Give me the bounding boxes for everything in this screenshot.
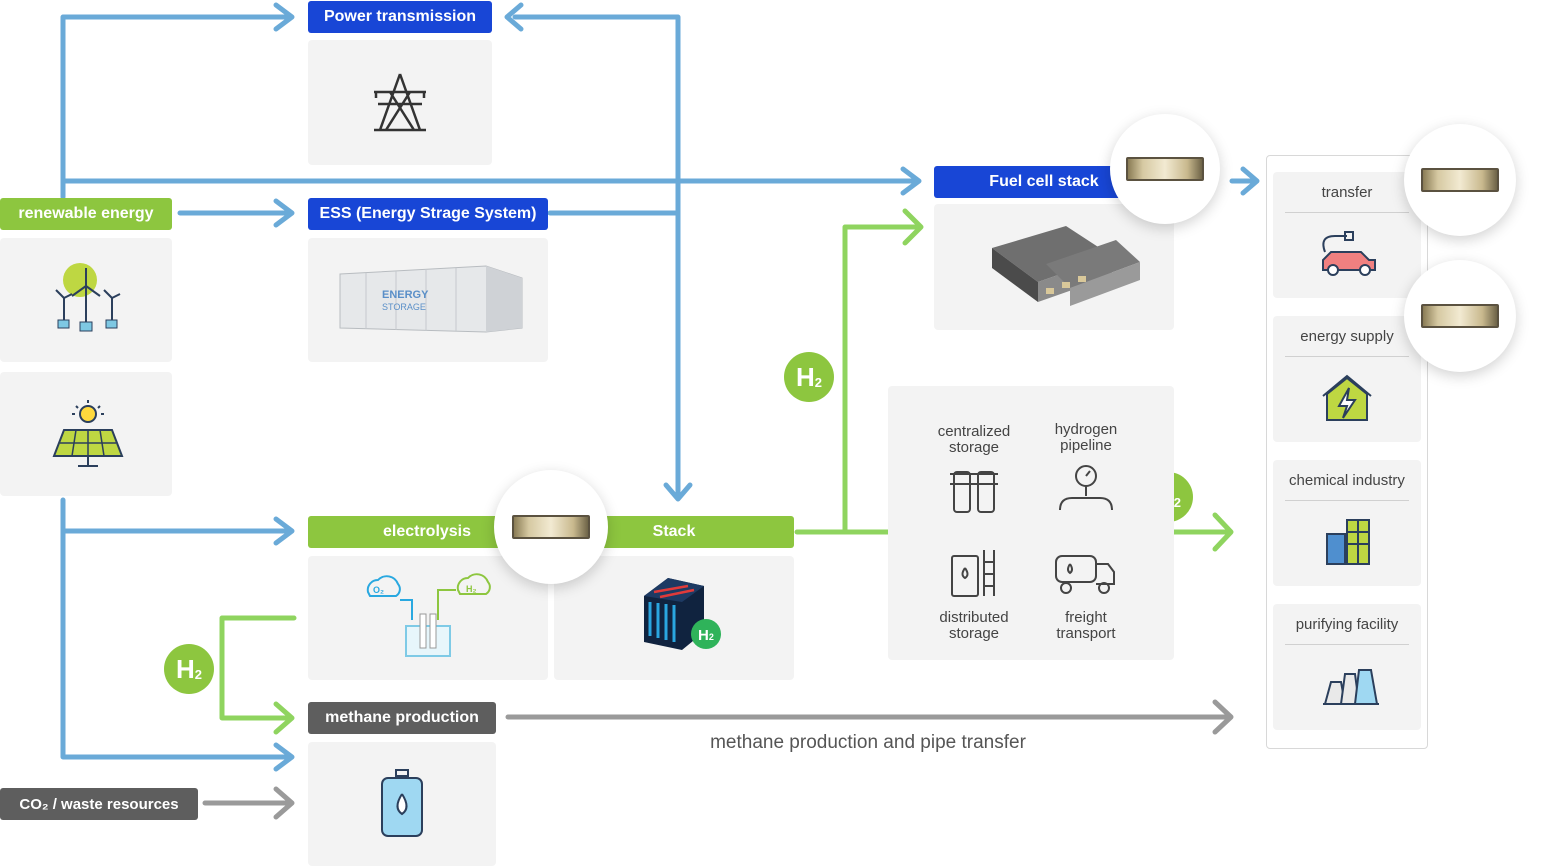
energy-supply-label: energy supply bbox=[1300, 328, 1394, 345]
chemical-industry-card: chemical industry bbox=[1273, 460, 1421, 586]
distributed-storage-icon bbox=[951, 550, 995, 597]
h2-label: H₂ bbox=[466, 584, 477, 594]
arrowhead bbox=[273, 2, 295, 32]
electrolysis-icon: O₂ H₂ bbox=[366, 573, 491, 657]
methane-production-header: methane production bbox=[308, 702, 496, 734]
arrow-to-methane bbox=[60, 497, 293, 760]
electrolysis-panel: O₂ H₂ bbox=[308, 556, 548, 680]
solar-icon bbox=[52, 400, 124, 467]
chemical-industry-label: chemical industry bbox=[1289, 472, 1405, 489]
freight-truck-icon bbox=[1055, 555, 1115, 594]
energy-house-icon bbox=[1322, 374, 1372, 421]
renewable-energy-label: renewable energy bbox=[18, 205, 154, 222]
electric-car-icon bbox=[1322, 231, 1376, 276]
purifying-facility-card: purifying facility bbox=[1273, 604, 1421, 730]
membrane-icon bbox=[1421, 168, 1499, 192]
co2-waste-header: CO₂ / waste resources bbox=[0, 788, 198, 820]
purifying-facility-label: purifying facility bbox=[1295, 616, 1399, 633]
power-transmission-header: Power transmission bbox=[308, 1, 492, 33]
renewable-energy-header: renewable energy bbox=[0, 198, 172, 230]
fuel-cell-stack-label: Fuel cell stack bbox=[989, 173, 1099, 190]
electrolysis-label: electrolysis bbox=[382, 523, 472, 540]
gas-cylinder-icon bbox=[381, 769, 423, 837]
fuel-cell-panel bbox=[934, 204, 1174, 330]
ess-panel-text: STORAGE bbox=[382, 302, 426, 312]
methane-production-label: methane production bbox=[325, 709, 479, 726]
ess-panel-text: ENERGY bbox=[382, 289, 429, 301]
ess-header: ESS (Energy Strage System) bbox=[308, 198, 548, 230]
stack-label: Stack bbox=[652, 523, 696, 540]
power-transmission-label: Power transmission bbox=[323, 8, 477, 25]
methane-flow-label: methane production and pipe transfer bbox=[710, 732, 1026, 753]
membrane-icon bbox=[1421, 304, 1499, 328]
arrow-to-power bbox=[60, 14, 293, 200]
stack-panel: H2 bbox=[554, 556, 794, 680]
purifying-plant-icon bbox=[1323, 669, 1379, 705]
power-transmission-panel bbox=[308, 40, 492, 165]
co2-waste-label: CO₂ / waste resources bbox=[19, 795, 179, 813]
ess-panel: ENERGY STORAGE bbox=[308, 238, 548, 362]
membrane-icon bbox=[1126, 157, 1204, 181]
hydrogen-pipeline-icon bbox=[1059, 465, 1113, 511]
fuel-cell-stack-icon bbox=[992, 226, 1140, 306]
energy-storage-container-icon: ENERGY STORAGE bbox=[339, 265, 523, 333]
chemical-building-icon bbox=[1326, 519, 1370, 565]
fuel-cell-bubble bbox=[1110, 114, 1220, 224]
ess-label: ESS (Energy Strage System) bbox=[319, 205, 537, 222]
electrolysis-bubble bbox=[494, 470, 608, 584]
transfer-bubble bbox=[1404, 124, 1516, 236]
methane-panel bbox=[308, 742, 496, 866]
energy-supply-card: energy supply bbox=[1273, 316, 1421, 442]
transfer-label: transfer bbox=[1321, 184, 1373, 201]
energy-supply-bubble bbox=[1404, 260, 1516, 372]
wind-turbine-panel bbox=[0, 238, 172, 362]
applications-column: transfer energy supply chemical industry… bbox=[1266, 155, 1428, 749]
centralized-storage-icon bbox=[950, 471, 998, 513]
membrane-icon bbox=[512, 515, 590, 539]
wind-turbine-icon bbox=[55, 263, 121, 332]
h2-stack-icon: H2 bbox=[644, 578, 721, 650]
power-tower-icon bbox=[374, 73, 426, 132]
svg-text:H2: H2 bbox=[698, 627, 714, 644]
arrow-grid-vertical bbox=[512, 14, 681, 498]
solar-panel bbox=[0, 372, 172, 496]
transfer-card: transfer bbox=[1273, 172, 1421, 298]
o2-label: O₂ bbox=[373, 585, 384, 595]
